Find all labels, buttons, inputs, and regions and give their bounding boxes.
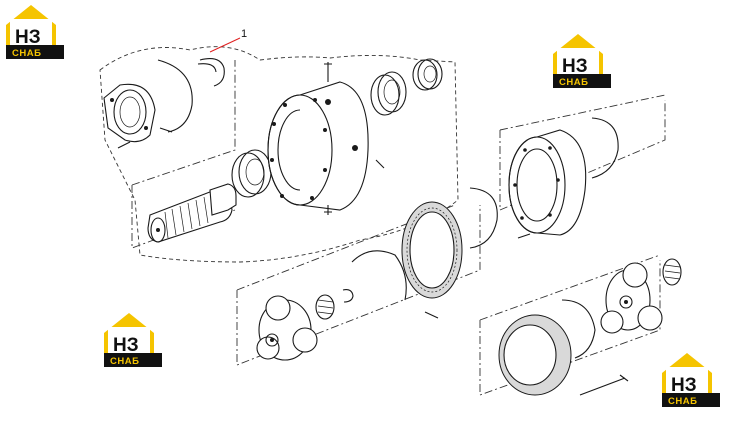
retaining-ring-small bbox=[342, 289, 354, 303]
callout-label-1: 1 bbox=[241, 28, 247, 40]
logo-bottom-right: НЗ CHAБ bbox=[662, 353, 720, 407]
logo-brand-main: НЗ bbox=[562, 56, 588, 77]
internal-gear-lower bbox=[498, 314, 572, 396]
logo-top-right: НЗ CHAБ bbox=[553, 34, 611, 88]
sun-gear-small bbox=[315, 294, 335, 320]
planet-carrier-left bbox=[256, 295, 318, 361]
assembly-boundary-dashed bbox=[99, 46, 459, 263]
gear-housing bbox=[267, 81, 369, 211]
dowel-pin-upper bbox=[517, 233, 531, 239]
planet-carrier-right bbox=[600, 262, 663, 334]
circlip-lower-right bbox=[561, 299, 596, 359]
logo-brand-sub: CHAБ bbox=[559, 77, 588, 88]
logo-brand-sub: CHAБ bbox=[12, 48, 41, 59]
logo-brand-main: НЗ bbox=[113, 335, 139, 356]
circlip-left-ring bbox=[351, 250, 407, 301]
logo-brand-sub: CHAБ bbox=[668, 396, 697, 407]
logo-brand-main: НЗ bbox=[671, 375, 697, 396]
circlip-ring-right bbox=[591, 117, 619, 179]
shaft-bearing bbox=[231, 149, 272, 198]
screw-small-mid bbox=[159, 127, 173, 133]
sun-gear-right bbox=[662, 258, 682, 286]
alignment-box-upper bbox=[131, 60, 236, 249]
logo-brand-main: НЗ bbox=[15, 27, 41, 48]
logo-brand-sub: CHAБ bbox=[110, 356, 139, 367]
alignment-box-right bbox=[479, 254, 661, 396]
housing-screw-right bbox=[375, 159, 385, 169]
screw-small-left bbox=[117, 141, 131, 149]
oil-seal bbox=[412, 58, 443, 91]
circlip-ring-mid bbox=[469, 187, 498, 249]
snap-ring-1 bbox=[197, 58, 225, 87]
input-shaft bbox=[147, 183, 237, 243]
housing-bolt-bottom bbox=[324, 205, 332, 215]
housing-bolt-top bbox=[324, 62, 332, 82]
dowel-pin-lower bbox=[424, 311, 439, 319]
bearing-cover-plate bbox=[103, 83, 156, 143]
long-bolt bbox=[579, 374, 629, 396]
ring-gear-carrier bbox=[508, 129, 587, 236]
logo-bottom-left: НЗ CHAБ bbox=[104, 313, 162, 367]
circlip-large-left bbox=[157, 59, 193, 133]
alignment-box-ring bbox=[499, 94, 666, 211]
logo-top-left: НЗ CHAБ bbox=[6, 5, 64, 59]
output-bearing bbox=[370, 71, 407, 116]
internal-ring-gear bbox=[401, 201, 463, 299]
callout-leader-1 bbox=[209, 37, 241, 53]
